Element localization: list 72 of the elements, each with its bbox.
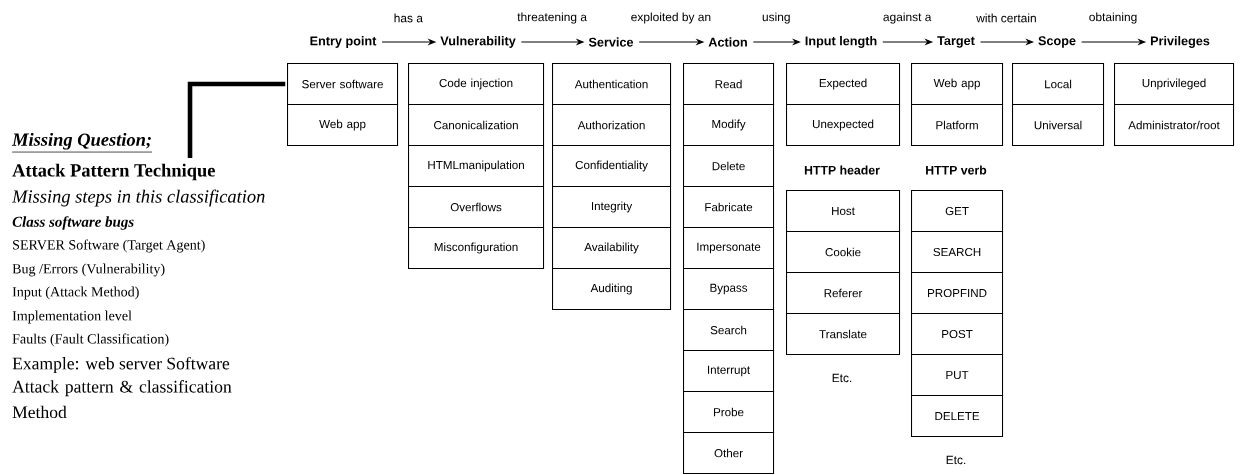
category-box: Universal	[1012, 104, 1105, 147]
category-box: Availability	[552, 227, 672, 270]
category-box: GET	[911, 190, 1004, 233]
category-box: POST	[911, 313, 1004, 356]
column-heading: Input length	[805, 36, 877, 48]
edge-label: exploited by an	[631, 12, 711, 24]
edge-label: with certain	[976, 13, 1036, 23]
category-box: Interrupt	[683, 350, 775, 393]
heading-text: Attack Pattern Technique	[12, 163, 215, 181]
side-text: Missing steps in this classification	[11, 189, 265, 207]
connector-line	[187, 81, 286, 158]
side-text: Attack pattern & classification Method	[12, 380, 232, 419]
note-text: Etc.	[832, 373, 852, 383]
edge-label: against a	[883, 12, 932, 24]
category-box: Referer	[786, 272, 901, 315]
category-box: PROPFIND	[911, 272, 1004, 315]
category-box: Host	[786, 190, 901, 233]
category-box: DELETE	[911, 395, 1004, 438]
category-box: Authorization	[552, 104, 672, 147]
category-box: Delete	[683, 145, 775, 188]
category-box: Platform	[911, 104, 1004, 147]
category-box: HTMLmanipulation	[408, 145, 545, 188]
edge-label: using	[762, 12, 790, 24]
side-text: Input (Attack Method)	[12, 286, 139, 300]
category-box: Authentication	[552, 63, 672, 106]
category-box: Administrator/root	[1114, 104, 1235, 147]
category-box: Web app	[911, 63, 1004, 106]
side-text: Missing Question;	[11, 132, 153, 153]
side-text: Example: web server Software	[12, 356, 230, 374]
edge-label: threatening a	[517, 12, 587, 24]
column-heading: Target	[937, 36, 975, 48]
category-box: Overflows	[408, 186, 545, 229]
category-box: Modify	[683, 104, 775, 147]
side-text: Bug /Errors (Vulnerability)	[12, 263, 165, 277]
category-box: Integrity	[552, 186, 672, 229]
category-box: Confidentiality	[552, 145, 672, 188]
category-box: Local	[1012, 63, 1105, 106]
column-heading: Vulnerability	[440, 36, 516, 48]
category-box: Unexpected	[786, 104, 901, 147]
category-box: Code injection	[408, 63, 545, 106]
category-box: PUT	[911, 354, 1004, 397]
column-subheading: HTTP verb	[926, 165, 987, 175]
category-box: Canonicalization	[408, 104, 545, 147]
category-box: Misconfiguration	[408, 227, 545, 270]
side-text: Faults (Fault Classification)	[12, 333, 169, 347]
side-text: Class software bugs	[12, 216, 134, 230]
column-heading: Action	[708, 37, 747, 47]
side-text: SERVER Software (Target Agent)	[13, 239, 205, 253]
category-box: Cookie	[786, 231, 901, 274]
category-box: SEARCH	[911, 231, 1004, 274]
category-box: Unprivileged	[1114, 63, 1235, 106]
category-box: Fabricate	[683, 186, 775, 229]
note-text: Etc.	[946, 455, 966, 465]
category-box: Bypass	[683, 268, 775, 311]
column-heading: Service	[588, 37, 634, 47]
column-heading: Entry point	[310, 36, 377, 48]
category-box: Expected	[786, 63, 901, 106]
column-heading: Scope	[1038, 36, 1076, 48]
category-box: Impersonate	[683, 227, 775, 270]
category-box: Read	[683, 63, 775, 106]
category-box: Auditing	[552, 268, 672, 311]
category-box: Translate	[786, 313, 901, 356]
category-box: Search	[683, 309, 775, 352]
category-box: Web app	[287, 104, 399, 147]
category-box: Server software	[287, 63, 399, 106]
column-heading: Privileges	[1150, 36, 1210, 48]
category-box: Other	[683, 432, 775, 475]
column-subheading: HTTP header	[804, 165, 880, 175]
side-text: Implementation level	[12, 310, 132, 324]
edge-label: obtaining	[1089, 12, 1137, 24]
edge-label: has a	[394, 13, 423, 23]
category-box: Probe	[683, 391, 775, 434]
